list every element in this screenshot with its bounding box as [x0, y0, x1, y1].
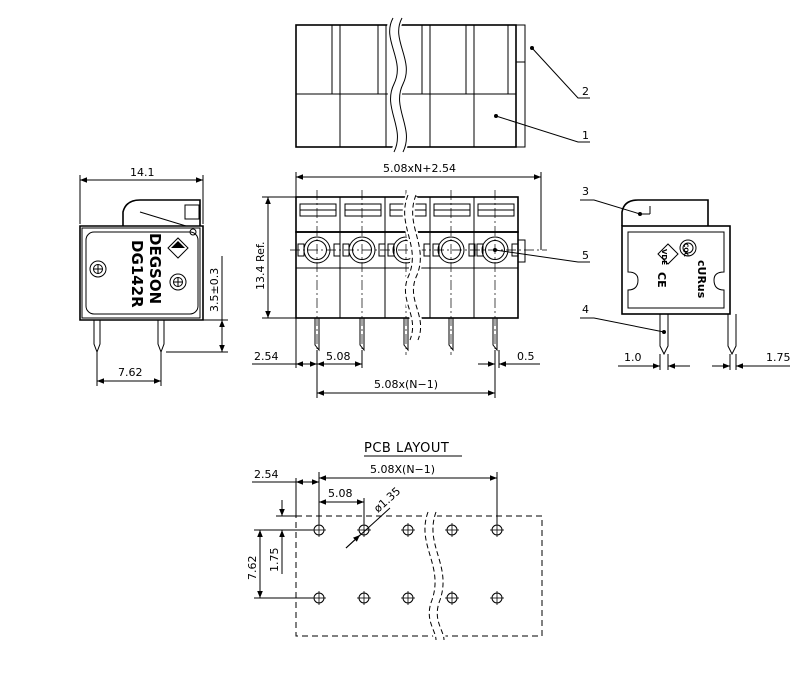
pcb-span-label: 5.08X(N−1)	[370, 463, 435, 476]
front-pin-width-label: 0.5	[517, 350, 535, 363]
front-left-offset-label: 2.54	[254, 350, 279, 363]
pcb-layout-title: PCB LAYOUT	[364, 441, 449, 456]
callout-4: 4	[582, 303, 589, 316]
model-text: DG142R	[128, 240, 146, 308]
pin-depth-label: 1.75	[766, 351, 791, 364]
front-pitch-label: 5.08	[326, 350, 351, 363]
callout-5: 5	[582, 249, 589, 262]
pcb-row-offset-label: 1.75	[268, 548, 281, 573]
ul-mark: cURus	[695, 260, 708, 299]
callout-3: 3	[582, 185, 589, 198]
vde-mark: VDE	[660, 249, 668, 265]
pcb-layout: PCB LAYOUT 5.08X(N	[246, 441, 543, 641]
callout-1: 1	[582, 129, 589, 142]
pcb-pitch-label: 5.08	[328, 487, 353, 500]
brand-text: DEGSON	[146, 233, 164, 304]
front-height-label: 13.4 Ref.	[254, 242, 267, 290]
pin-pitch-label: 7.62	[118, 366, 143, 379]
top-view: 2 1	[295, 14, 590, 156]
ce-mark: CE	[655, 272, 668, 288]
front-view: 5.08xN+2.54 13.4 Ref.	[252, 162, 590, 398]
rear-view: 3 VDE CQC CE cURus 4 1.0 1.75	[580, 185, 791, 370]
pcb-left-offset-label: 2.54	[254, 468, 279, 481]
front-span-label: 5.08x(N−1)	[374, 378, 438, 391]
cqc-mark: CQC	[682, 243, 689, 258]
pin-height-label: 3.5±0.3	[208, 268, 221, 312]
pcb-row-pitch-label: 7.62	[246, 556, 259, 581]
side-view: 14.1 DEGSON DG142R 7.62	[79, 166, 228, 386]
pin-thickness-label: 1.0	[624, 351, 642, 364]
certification-marks: VDE CQC CE cURus	[655, 239, 708, 299]
front-total-width-label: 5.08xN+2.54	[383, 162, 456, 175]
callout-2: 2	[582, 85, 589, 98]
side-width-label: 14.1	[130, 166, 155, 179]
